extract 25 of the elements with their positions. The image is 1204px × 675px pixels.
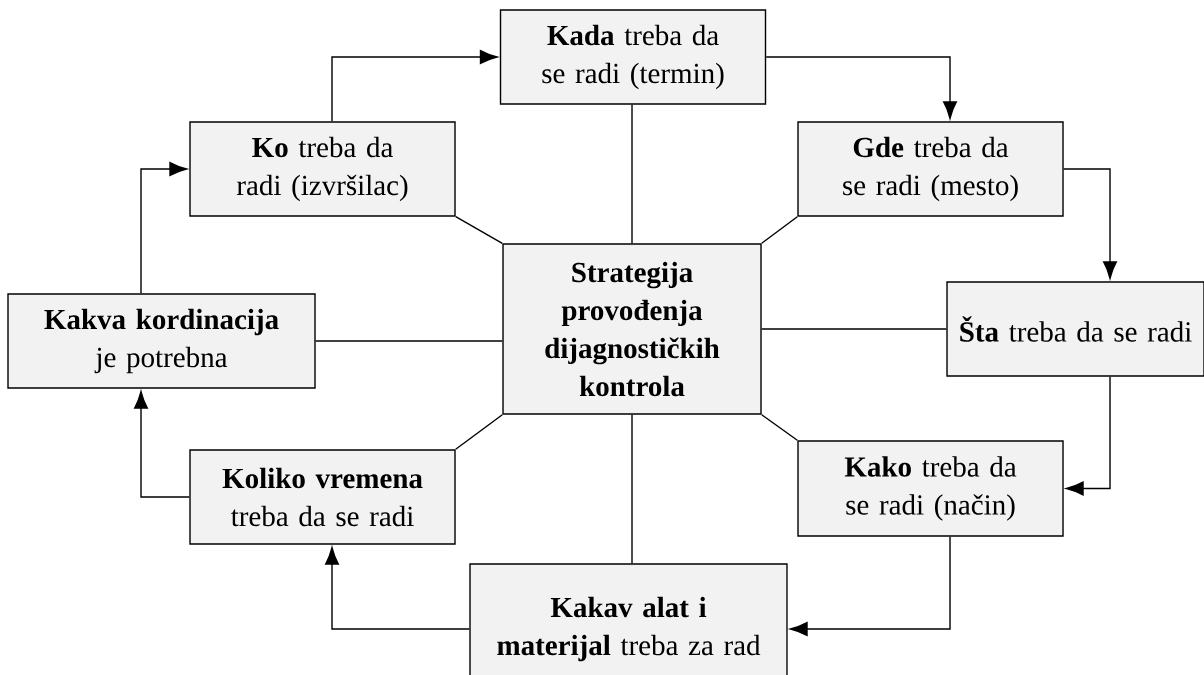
connector-line [761,414,798,441]
process-box: Kakav alat i materijal treba za rad [469,563,788,675]
arrow [1065,376,1111,496]
connector-line [761,328,947,330]
connector-line [315,340,503,342]
process-box: Strategija provođenja dijagnostičkih kontrola [502,243,762,415]
arrow [325,546,470,630]
connector-line [455,414,503,450]
connector-line [455,216,503,244]
arrow [765,56,957,120]
connector-line [631,414,633,564]
connector-line [761,216,798,244]
arrow [331,50,498,122]
arrow [1063,168,1117,280]
arrow [134,390,190,498]
process-box: Gde treba da se radi (mesto) [797,121,1064,217]
connector-line [631,104,633,244]
arrow [140,162,188,294]
arrow [789,536,951,636]
process-box: Koliko vremena treba da se radi [189,449,456,545]
process-box: Ko treba da radi (izvršilac) [189,121,456,217]
process-box: Kada treba da se radi (termin) [499,9,767,105]
process-box: Kakva kordinacija je potrebna [7,293,316,389]
process-box: Šta treba da se radi [946,281,1204,377]
process-box: Kako treba da se radi (način) [797,440,1064,537]
